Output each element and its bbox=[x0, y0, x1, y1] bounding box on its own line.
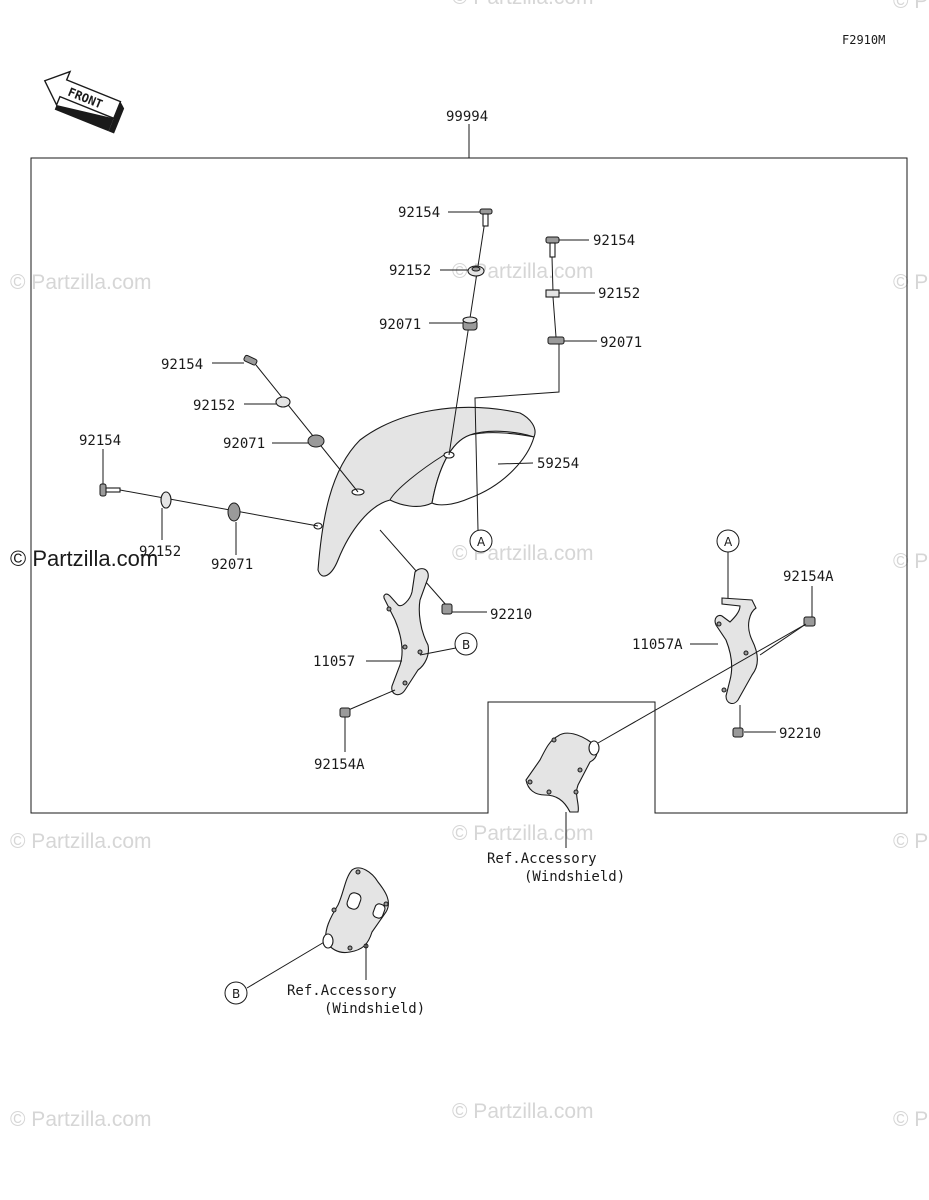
bracket-right bbox=[714, 552, 816, 738]
watermark: © Partzilla.com bbox=[10, 830, 152, 853]
watermark: © Partzilla.com bbox=[452, 1100, 594, 1123]
callout-92210: 92210 bbox=[779, 726, 821, 742]
windshield-mount-upper bbox=[525, 623, 807, 813]
callout-92071: 92071 bbox=[600, 335, 642, 351]
watermark: © Partzilla.com bbox=[893, 0, 929, 13]
callout-92071: 92071 bbox=[379, 317, 421, 333]
marker-a: A bbox=[477, 535, 486, 549]
callout-92154: 92154 bbox=[593, 233, 635, 249]
callout-59254: 59254 bbox=[537, 456, 579, 472]
watermark: © Partzilla.com bbox=[452, 260, 594, 283]
marker-b-top: B bbox=[454, 632, 478, 656]
screw-stack-left bbox=[99, 483, 319, 527]
front-fender bbox=[313, 406, 536, 577]
watermark: © Partzilla.com bbox=[10, 1108, 152, 1131]
marker-b-bottom: B bbox=[224, 981, 248, 1005]
marker-a-left: A bbox=[469, 529, 493, 553]
marker-a-right: A bbox=[716, 529, 740, 553]
watermark-highlight: © Partzilla.com bbox=[10, 546, 158, 571]
marker-b: B bbox=[232, 987, 240, 1001]
marker-b: B bbox=[462, 638, 470, 652]
callout-92154: 92154 bbox=[398, 205, 440, 221]
windshield-mount-lower bbox=[246, 867, 389, 989]
callout-92154: 92154 bbox=[79, 433, 121, 449]
watermark: © Partzilla.com bbox=[452, 822, 594, 845]
watermark: © Partzilla.com bbox=[893, 271, 929, 294]
ref-accessory-sublabel: (Windshield) bbox=[524, 869, 625, 885]
front-arrow: FRONT bbox=[43, 70, 125, 134]
bracket-left bbox=[339, 529, 467, 718]
callout-92071: 92071 bbox=[223, 436, 265, 452]
callout-92152: 92152 bbox=[193, 398, 235, 414]
assembly-boundary bbox=[30, 157, 908, 814]
ref-accessory-label: Ref.Accessory bbox=[287, 983, 397, 999]
callout-92152: 92152 bbox=[389, 263, 431, 279]
screw-stack-mid bbox=[243, 354, 359, 493]
callout-99994: 99994 bbox=[446, 109, 488, 125]
figure-code: F2910M bbox=[842, 33, 885, 47]
callout-92154a: 92154A bbox=[314, 757, 365, 773]
callout-92154: 92154 bbox=[161, 357, 203, 373]
leader-line bbox=[497, 462, 534, 465]
watermark: © Partzilla.com bbox=[893, 830, 929, 853]
callout-92152: 92152 bbox=[139, 544, 181, 560]
callout-11057a: 11057A bbox=[632, 637, 683, 653]
screw-stack-right bbox=[474, 236, 565, 531]
callout-11057: 11057 bbox=[313, 654, 355, 670]
screw-stack-top bbox=[448, 208, 493, 456]
callout-92071: 92071 bbox=[211, 557, 253, 573]
ref-accessory-label: Ref.Accessory bbox=[487, 851, 597, 867]
watermark: © Partzilla.com bbox=[893, 1108, 929, 1131]
watermark: © Partzilla.com bbox=[10, 271, 152, 294]
callout-92210: 92210 bbox=[490, 607, 532, 623]
marker-a: A bbox=[724, 535, 733, 549]
watermark: © Partzilla.com bbox=[452, 0, 594, 9]
ref-accessory-sublabel: (Windshield) bbox=[324, 1001, 425, 1017]
watermark: © Partzilla.com bbox=[893, 550, 929, 573]
callout-92154a: 92154A bbox=[783, 569, 834, 585]
callout-92152: 92152 bbox=[598, 286, 640, 302]
